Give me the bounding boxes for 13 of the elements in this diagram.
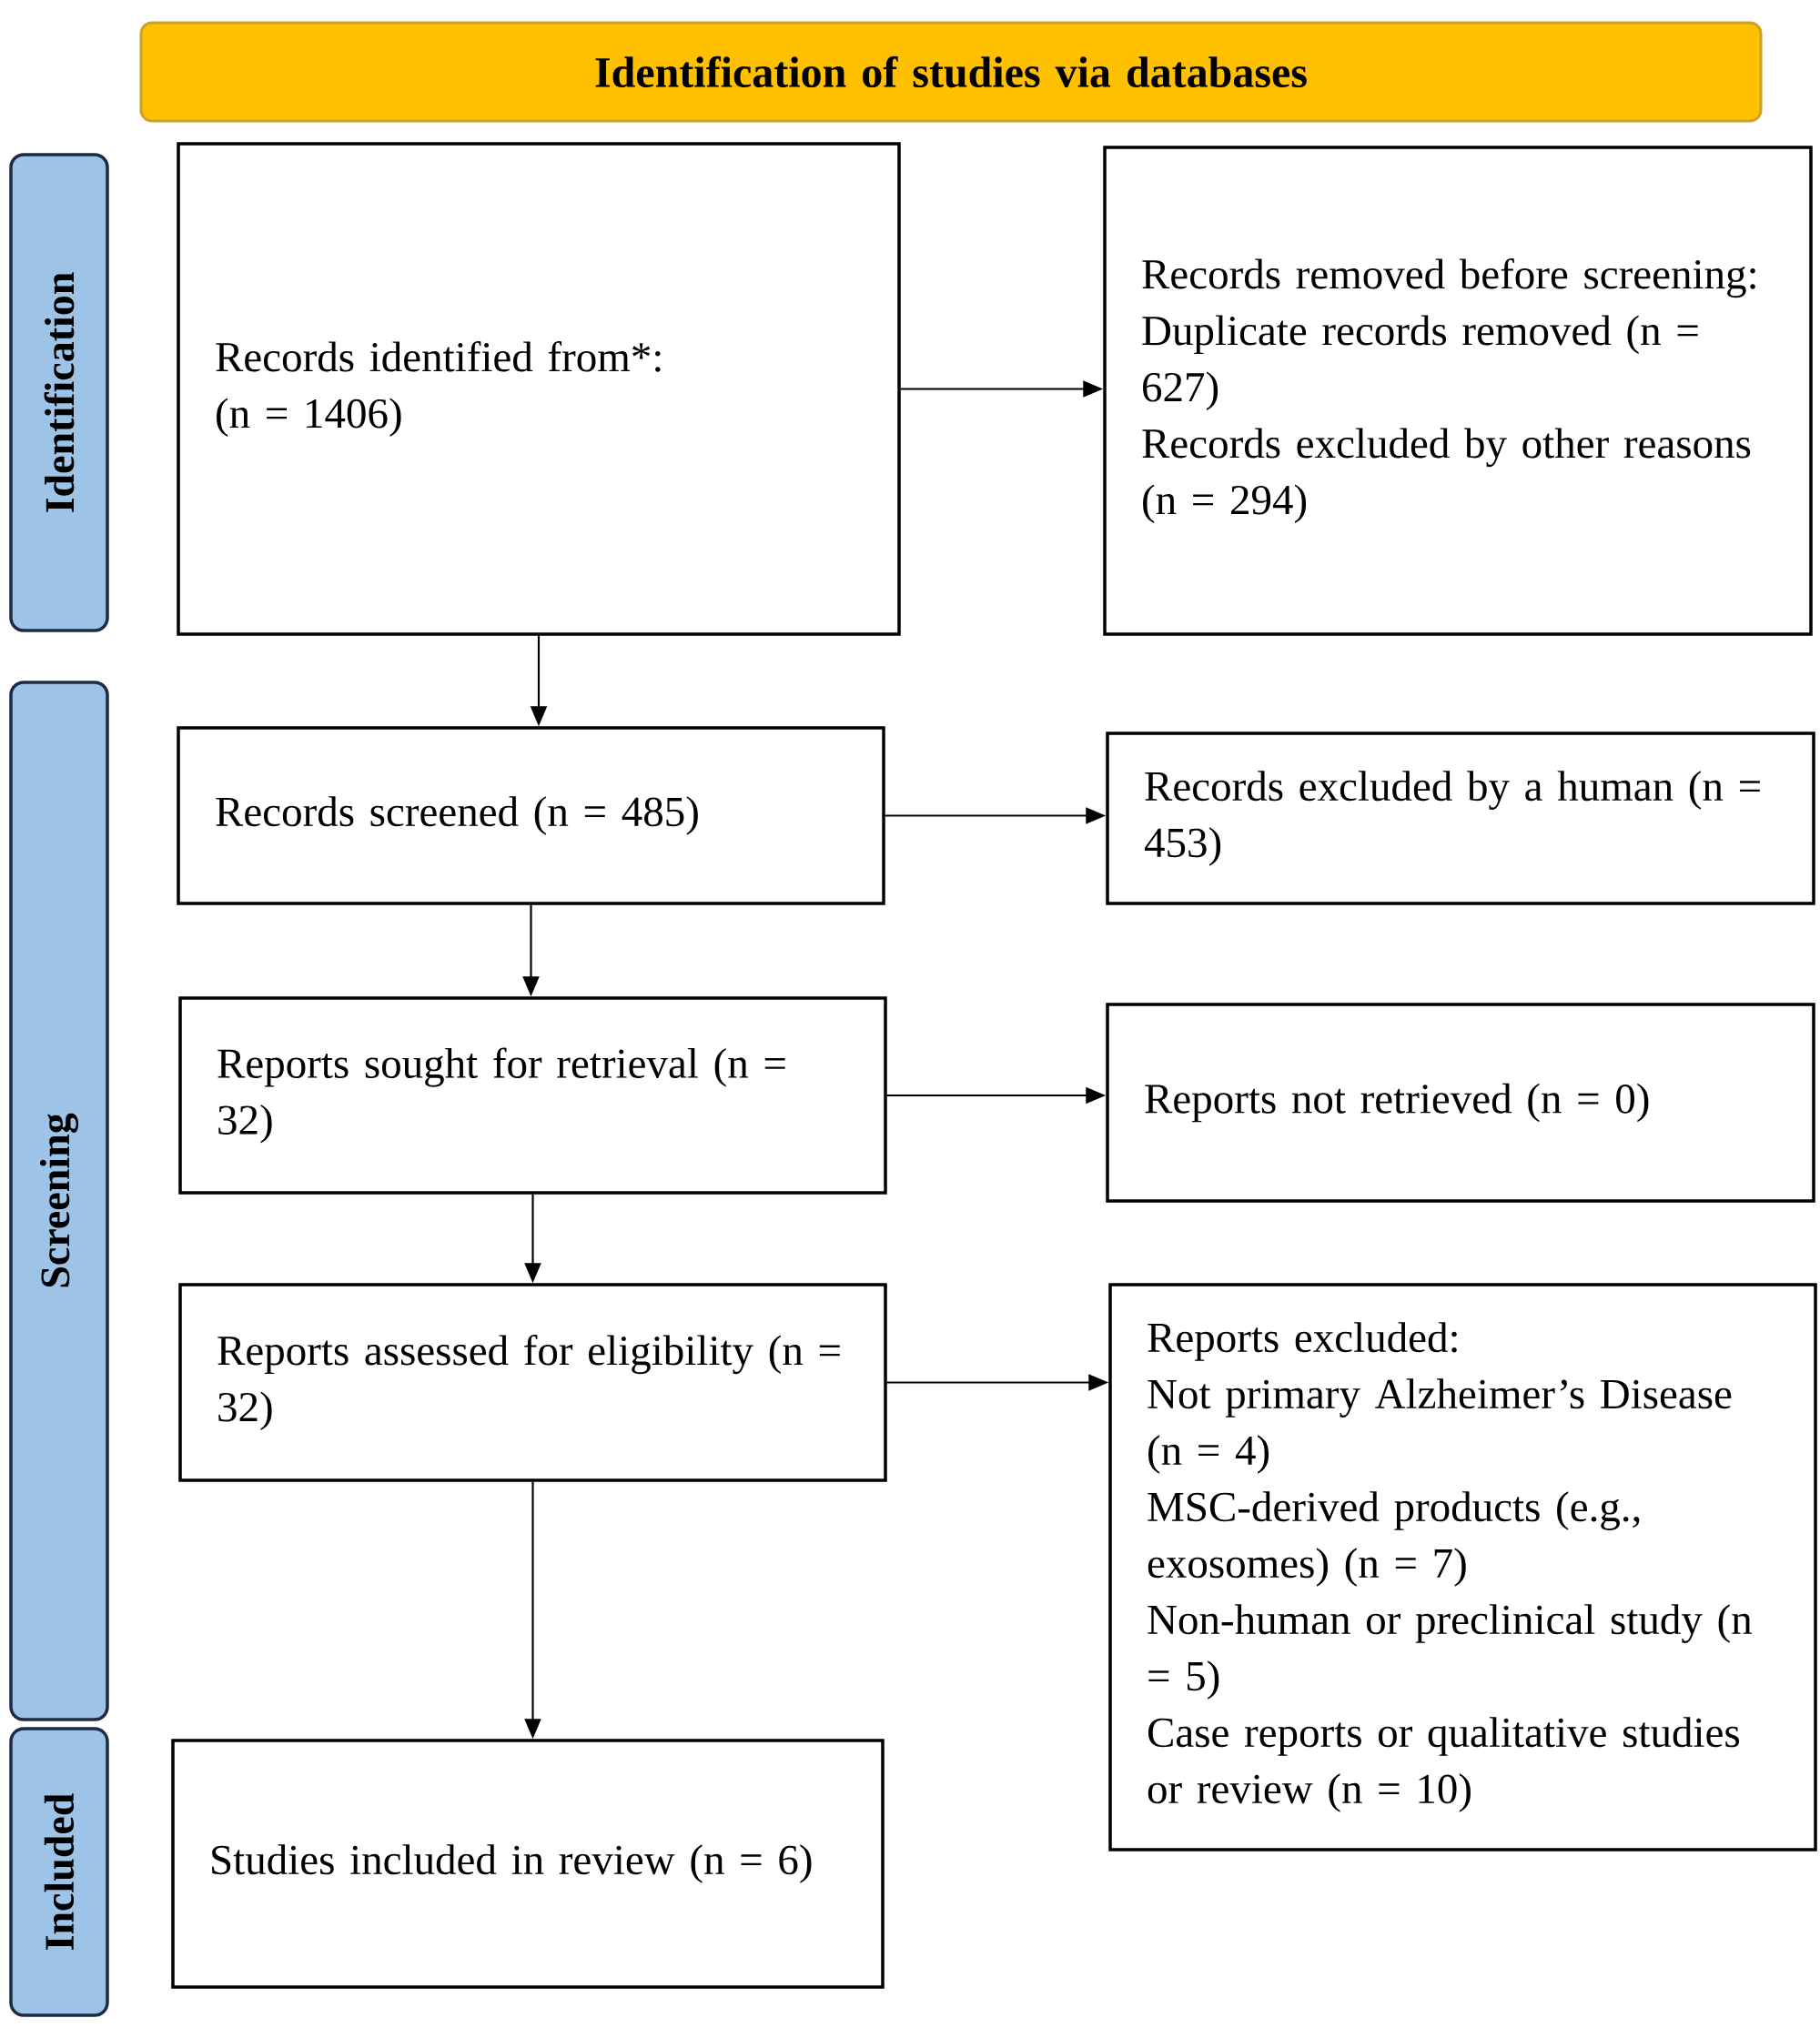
process-box: Records identified from*: (n = 1406) bbox=[177, 142, 901, 636]
process-box: Reports assessed for eligibility (n = 32) bbox=[178, 1283, 887, 1482]
process-box: Records excluded by a human (n = 453) bbox=[1106, 731, 1815, 905]
header-banner: Identification of studies via databases bbox=[139, 21, 1763, 123]
process-box: Reports not retrieved (n = 0) bbox=[1106, 1003, 1815, 1203]
phase-label: Identification bbox=[9, 153, 109, 632]
process-box: Records removed before screening: Duplicate records removed (n = 627) Records excluded by other reasons (n = 294) bbox=[1103, 146, 1813, 636]
phase-label: Screening bbox=[9, 681, 109, 1721]
process-box: Reports sought for retrieval (n = 32) bbox=[178, 996, 887, 1195]
process-box: Reports excluded: Not primary Alzheimer’s Disease (n = 4) MSC-derived products (e.g., exosomes) (n = 7) Non-human or preclinical study (n = 5) Case reports or qualitative studies or review (n = 10) bbox=[1108, 1283, 1817, 1851]
process-box: Records screened (n = 485) bbox=[177, 726, 885, 905]
phase-label: Included bbox=[9, 1727, 109, 2017]
process-box: Studies included in review (n = 6) bbox=[171, 1739, 885, 1989]
